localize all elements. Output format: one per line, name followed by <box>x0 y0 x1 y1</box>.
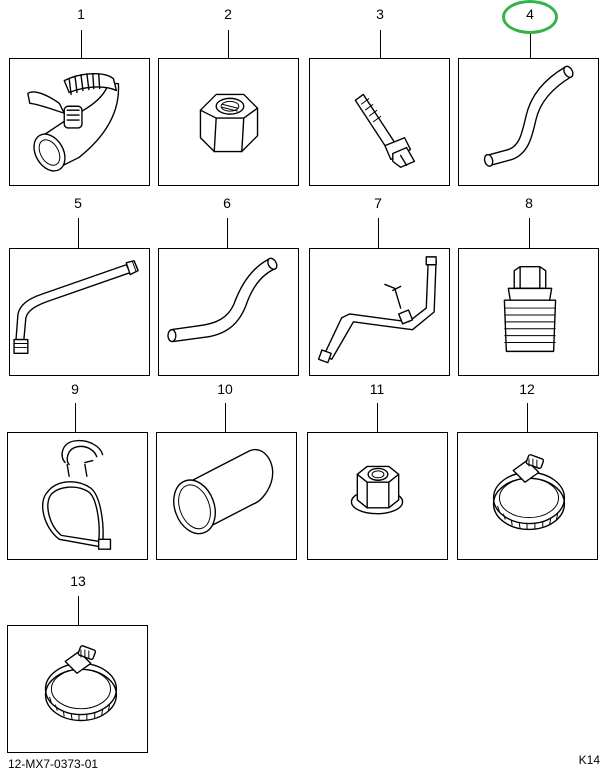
callout-number-11: 11 <box>369 381 385 397</box>
callout-number-1: 1 <box>77 6 85 22</box>
hose-clamp-icon <box>492 454 566 531</box>
flange-nut-icon <box>350 465 404 515</box>
curved-hose-icon <box>483 65 574 167</box>
leader-line <box>81 30 82 58</box>
highlight-circle <box>502 0 558 34</box>
callout-number-6: 6 <box>223 195 231 211</box>
part-illustration-box <box>309 58 450 186</box>
leader-line <box>377 403 378 432</box>
document-code: 12-MX7-0373-01 <box>8 757 99 771</box>
part-illustration-box <box>309 248 450 376</box>
part-illustration-box <box>158 248 299 376</box>
part-illustration-box <box>9 58 150 186</box>
callout-number-3: 3 <box>376 6 384 22</box>
part-illustration-box <box>457 432 598 560</box>
callout-number-4: 4 <box>526 6 534 22</box>
leader-line <box>227 218 228 248</box>
sheet-label: K14 <box>578 753 600 767</box>
bent-tube-icon <box>317 256 437 364</box>
callout-number-2: 2 <box>224 6 232 22</box>
breather-cap-icon <box>503 266 557 353</box>
leader-line <box>527 403 528 432</box>
callout-number-8: 8 <box>525 195 533 211</box>
leader-line <box>228 30 229 58</box>
p-clip-icon <box>42 439 112 550</box>
leader-line <box>529 218 530 248</box>
leader-line <box>75 403 76 432</box>
leader-line <box>78 596 79 625</box>
part-illustration-box <box>307 432 448 560</box>
part-illustration-box <box>7 625 148 753</box>
leader-line <box>380 30 381 58</box>
callout-number-12: 12 <box>519 381 535 397</box>
leader-line <box>225 403 226 432</box>
leader-line <box>530 34 531 58</box>
hose-clamp-icon <box>44 645 118 722</box>
curved-hose-icon <box>167 257 278 343</box>
part-illustration-box <box>158 58 299 186</box>
leader-line <box>78 218 79 248</box>
hex-nut-icon <box>199 93 259 153</box>
tube-with-fitting-icon <box>13 260 139 355</box>
callout-number-10: 10 <box>217 381 233 397</box>
callout-number-13: 13 <box>70 573 86 589</box>
callout-number-5: 5 <box>74 195 82 211</box>
part-illustration-box <box>7 432 148 560</box>
leader-line <box>378 218 379 248</box>
flange-bolt-icon <box>354 93 416 168</box>
part-illustration-box <box>458 248 599 376</box>
callout-number-9: 9 <box>71 381 79 397</box>
part-illustration-box <box>9 248 150 376</box>
part-illustration-box <box>156 432 297 560</box>
callout-number-7: 7 <box>374 195 382 211</box>
part-illustration-box <box>458 58 599 186</box>
hose-sleeve-icon <box>173 448 274 535</box>
elbow-hose-icon <box>27 73 120 172</box>
